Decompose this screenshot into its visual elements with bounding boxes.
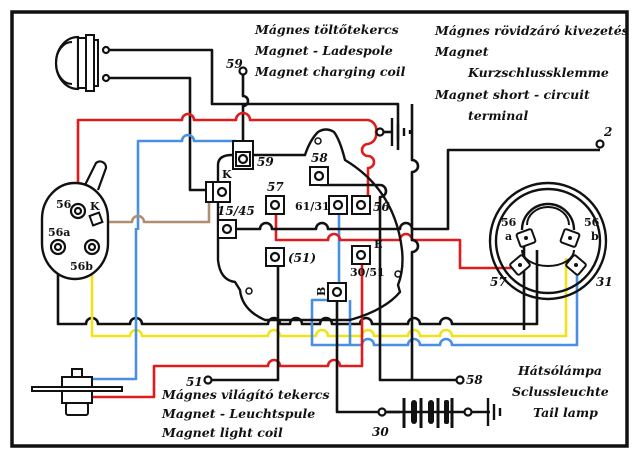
short-circuit-hu: Mágnes rövidzáró kivezetés [434,23,629,38]
short-circuit-label: Mágnes rövidzáró kivezetés Magnet Kurzsc… [434,23,629,123]
headlamp-terminal-56a-letter: a [505,230,512,243]
light-switch-icon [40,160,110,281]
magneto-terminal-56: 56 [373,200,390,214]
short-circuit-de-2: Kurzschlussklemme [467,65,609,80]
wire-51 [208,260,280,382]
tail-lamp-hu: Hátsólámpa [517,363,602,378]
headlamp-terminal-57: 57 [490,275,507,289]
horn-icon [54,34,111,92]
magneto-terminal-1545: 15/45 [217,204,255,218]
magneto-terminal-e: E [374,238,382,251]
magneto-terminal-57: 57 [267,180,284,194]
terminal-58-label: 58 [466,373,483,387]
wires [56,48,600,414]
wire-59 [241,73,250,150]
tail-lamp-label: Hátsólámpa Sclussleuchte Tail lamp [512,363,609,420]
tail-lamp-en: Tail lamp [533,405,598,420]
charging-coil-label: Mágnes töltőtekercs Magnet - Ladespole M… [254,22,406,79]
light-coil-hu: Mágnes világító tekercs [161,387,330,402]
battery-icon [402,398,454,428]
headlamp-terminal-56b-num: 56 [584,216,600,229]
magneto-terminals [205,140,371,302]
terminal-2-label: 2 [603,125,612,139]
headlamp-terminal-56a-num: 56 [501,216,517,229]
wire-horn-lower [106,76,214,192]
terminal-2-dot [595,139,605,149]
wire-blue-31 [92,228,579,381]
headlamp-terminal-31: 31 [596,275,613,289]
diagram-border [10,10,629,448]
light-coil-de: Magnet - Leuchtspule [161,406,315,421]
switch-terminal-k: K [90,200,100,213]
wire-blue-top [136,133,236,230]
terminal-51-dot [203,375,213,385]
ground-icon [375,118,412,146]
terminal-58-dot [455,375,465,385]
charging-coil-en: Magnet charging coil [254,64,406,79]
wire-horn-upper [106,48,400,150]
terminal-30-dot [377,407,387,417]
terminal-51-label: 51 [186,375,203,389]
wire-short [410,104,420,380]
tail-lamp-de: Sclussleuchte [512,384,609,399]
light-coil-label: Mágnes világító tekercs Magnet - Leuchts… [161,387,330,440]
charging-coil-hu: Mágnes töltőtekercs [254,22,399,37]
wire-yellow-56b [90,246,568,338]
magneto-terminal-3051: 30/51 [350,266,385,279]
magneto-icon [216,128,404,322]
switch-terminal-56: 56 [56,198,72,211]
light-coil-en: Magnet light coil [161,425,283,440]
wire-blue-6131 [310,206,350,347]
wire-58 [320,183,456,382]
headlamp-icon [488,181,608,301]
magneto-terminal-51: (51) [288,251,316,265]
wire-brown-k [100,197,211,224]
short-circuit-en-2: terminal [468,108,528,123]
magneto-terminal-6131: 61/31 [295,200,330,213]
brake-switch-icon [31,368,123,416]
headlamp-terminal-56b-letter: b [591,230,599,243]
charging-coil-de: Magnet - Ladespole [254,43,393,58]
wire-30 [335,298,400,414]
terminal-59-dot [238,66,248,76]
wire-red-brake [92,256,364,399]
terminal-59-label: 59 [226,57,243,71]
battery-ground-icon [463,398,502,426]
wire-1545 [230,148,600,231]
magneto-terminal-59: 59 [257,155,274,169]
terminal-30-label: 30 [372,425,389,439]
magneto-terminal-58: 58 [311,151,328,165]
switch-terminal-56a: 56a [48,226,70,239]
magneto-terminal-b: B [315,287,328,296]
switch-terminal-56b: 56b [70,260,93,273]
magneto-terminal-k: K [222,168,232,181]
short-circuit-de-1: Magnet [434,44,489,59]
short-circuit-en-1: Magnet short - circuit [434,87,590,102]
